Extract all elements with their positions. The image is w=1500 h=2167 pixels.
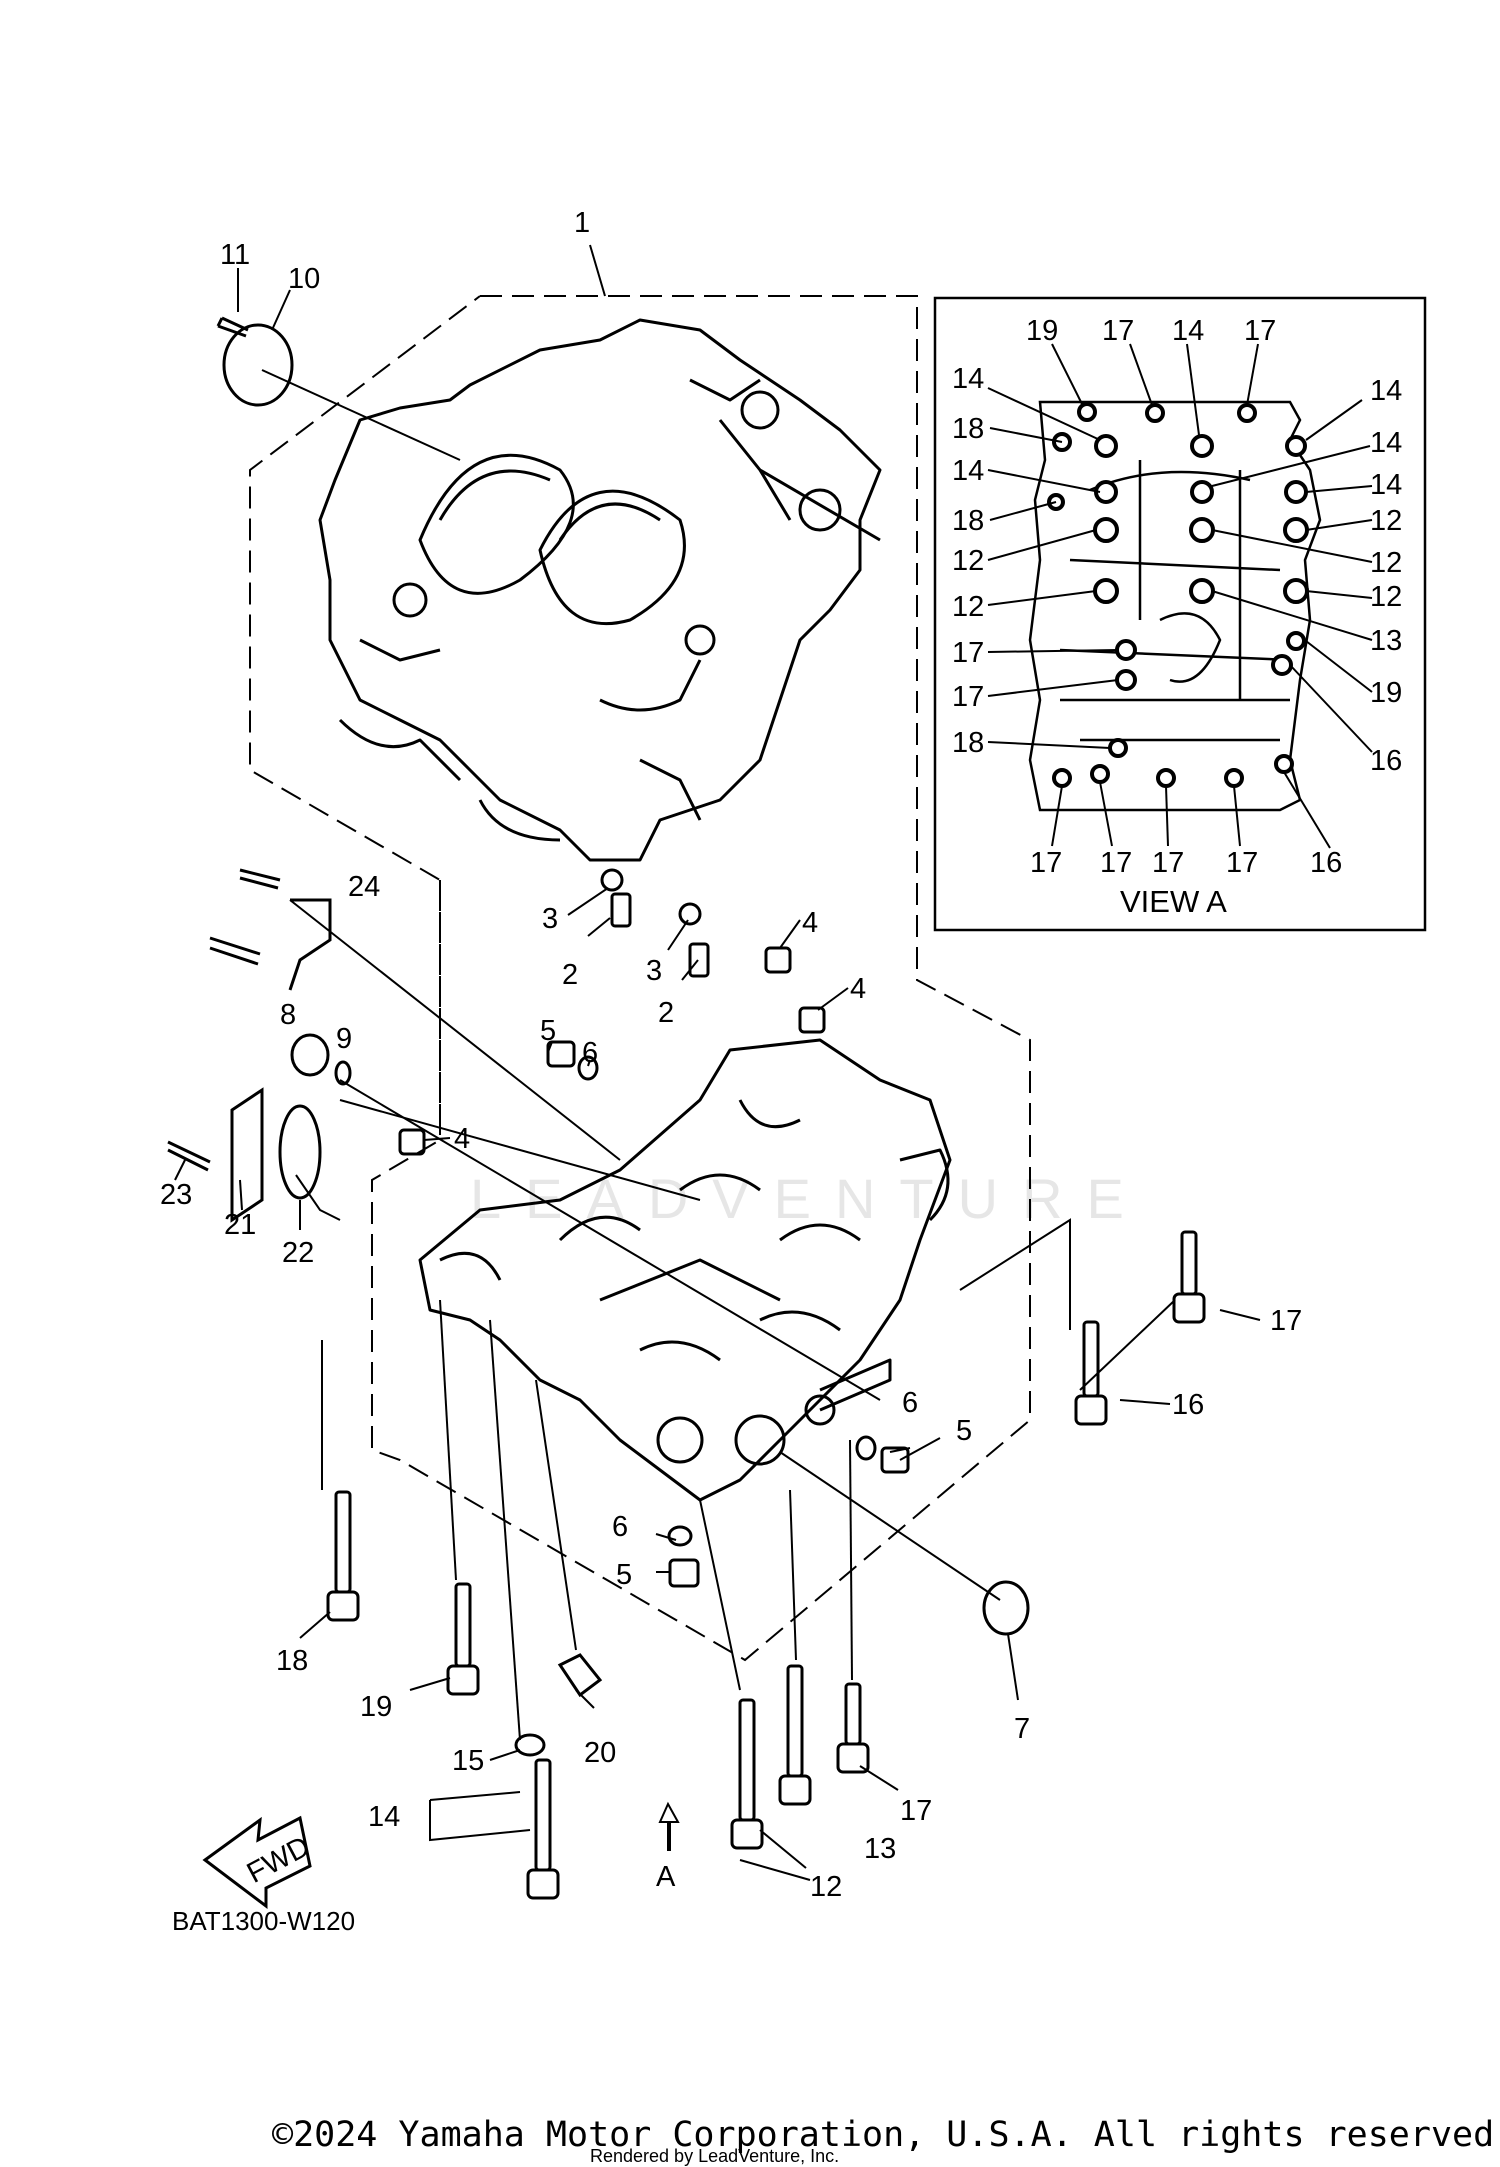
view-a-bolt-holes [1047, 402, 1309, 788]
view-a-callout: 12 [1370, 505, 1402, 537]
view-a-callout: 17 [952, 681, 984, 713]
callout-14: 14 [368, 1801, 400, 1833]
callout-21: 21 [224, 1209, 256, 1241]
callout-3: 3 [542, 903, 558, 935]
fwd-arrow: FWD [202, 1815, 315, 1910]
callout-5: 5 [616, 1559, 632, 1591]
view-a-callout: 16 [1310, 847, 1342, 879]
view-a-callout: 14 [1370, 427, 1402, 459]
callout-13: 13 [864, 1833, 896, 1865]
view-a-callout: 19 [1026, 315, 1058, 347]
view-a-callout: 14 [952, 455, 984, 487]
watermark: LEADVENTURE [470, 1167, 1148, 1230]
callout-2: 2 [562, 959, 578, 991]
callout-17: 17 [1270, 1305, 1302, 1337]
part-code: BAT1300-W120 [172, 1906, 355, 1936]
callout-15: 15 [452, 1745, 484, 1777]
small-parts [167, 316, 1030, 1757]
callout-6: 6 [902, 1387, 918, 1419]
callout-22: 22 [282, 1237, 314, 1269]
callout-9: 9 [336, 1023, 352, 1055]
callout-3: 3 [646, 955, 662, 987]
callout-20: 20 [584, 1737, 616, 1769]
callout-5: 5 [956, 1415, 972, 1447]
callout-5: 5 [540, 1015, 556, 1047]
main-callouts: 1 2 2 3 3 4 4 4 5 5 5 6 6 6 7 8 9 10 11 … [160, 207, 1302, 1903]
callout-4: 4 [802, 907, 818, 939]
view-a-arrow-label: A [656, 1861, 676, 1893]
view-a-callout: 12 [952, 545, 984, 577]
view-a-callout: 17 [1030, 847, 1062, 879]
long-bolts [326, 1230, 1206, 1900]
callout-6: 6 [612, 1511, 628, 1543]
view-a-callout: 17 [1102, 315, 1134, 347]
view-a-callout: 14 [1172, 315, 1204, 347]
view-a-callout: 19 [1370, 677, 1402, 709]
upper-crankcase [318, 318, 882, 862]
view-a-callout: 17 [1244, 315, 1276, 347]
view-a-callout: 16 [1370, 745, 1402, 777]
copyright-notice: ©2024 Yamaha Motor Corporation, U.S.A. A… [272, 2115, 1500, 2155]
callout-18: 18 [276, 1645, 308, 1677]
view-a-callout: 14 [1370, 469, 1402, 501]
callout-4: 4 [454, 1123, 470, 1155]
view-a-callouts: 19 17 14 17 14 14 18 14 14 14 18 12 12 1… [952, 315, 1402, 879]
view-a-callout: 13 [1370, 625, 1402, 657]
callout-1: 1 [574, 207, 590, 239]
callout-11: 11 [220, 239, 250, 271]
callout-8: 8 [280, 999, 296, 1031]
callout-16: 16 [1172, 1389, 1204, 1421]
callout-10: 10 [288, 263, 320, 295]
view-a-callout: 17 [1226, 847, 1258, 879]
view-a-leaders [987, 343, 1373, 849]
view-a-callout: 14 [1370, 375, 1402, 407]
view-a-callout: 17 [1152, 847, 1184, 879]
rendered-by-notice: Rendered by LeadVenture, Inc. [590, 2146, 840, 2166]
callout-24: 24 [348, 871, 380, 903]
callout-4: 4 [850, 973, 866, 1005]
view-a-callout: 17 [1100, 847, 1132, 879]
callout-17: 17 [900, 1795, 932, 1827]
dashed-guide-lines [249, 295, 1031, 1662]
view-a-callout: 18 [952, 413, 984, 445]
view-a-callout: 18 [952, 505, 984, 537]
callout-7: 7 [1014, 1713, 1030, 1745]
lower-crankcase [418, 1038, 952, 1502]
callout-19: 19 [360, 1691, 392, 1723]
callout-2: 2 [658, 997, 674, 1029]
view-a-callout: 14 [952, 363, 984, 395]
view-a-callout: 18 [952, 727, 984, 759]
view-a-arrow [658, 1801, 680, 1851]
view-a-title: VIEW A [1120, 884, 1227, 919]
callout-23: 23 [160, 1179, 192, 1211]
callout-6: 6 [582, 1037, 598, 1069]
leader-lines [174, 244, 1261, 1881]
view-a-inset: VIEW A [933, 296, 1427, 932]
view-a-callout: 17 [952, 637, 984, 669]
view-a-callout: 12 [952, 591, 984, 623]
view-a-callout: 12 [1370, 547, 1402, 579]
view-a-callout: 12 [1370, 581, 1402, 613]
callout-12: 12 [810, 1871, 842, 1903]
